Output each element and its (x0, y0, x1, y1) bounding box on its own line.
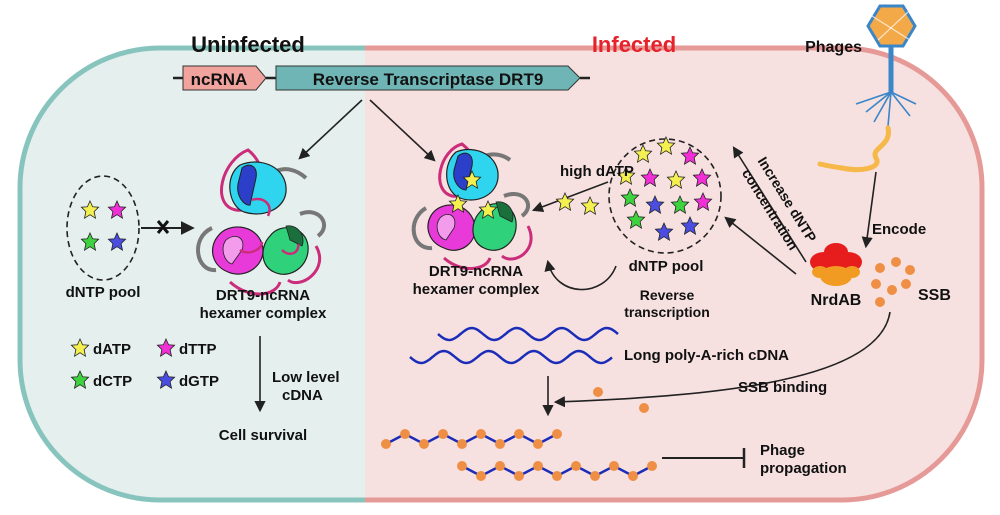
phage-dna (817, 125, 891, 173)
nrdab-label: NrdAB (811, 292, 862, 309)
increase-arrow-2 (724, 216, 797, 275)
ssb-protein (590, 471, 600, 481)
ssb-free-2 (639, 403, 649, 413)
uninfected-title: Uninfected (191, 32, 305, 57)
increase-arrow-1 (732, 146, 807, 263)
phages-label: Phages (805, 39, 862, 56)
phage-icon (855, 4, 917, 127)
ssb-protein (457, 439, 467, 449)
ssb-protein (533, 461, 543, 471)
infected-hexamer-complex (411, 142, 533, 270)
nucleotide-legend: dATP dTTP dCTP dGTP (71, 338, 219, 390)
infected-complex-label-2: hexamer complex (413, 281, 540, 298)
ssb-protein (514, 429, 524, 439)
ssb-protein (495, 439, 505, 449)
ssb-protein (552, 429, 562, 439)
uninfected-complex-label-1: DRT9-ncRNA (216, 287, 310, 304)
ssb-label: SSB (918, 287, 951, 304)
legend-dttp-label: dTTP (179, 341, 217, 358)
uninfected-dntp-pool-label: dNTP pool (66, 284, 141, 301)
high-datp-arrow (531, 181, 609, 213)
phage-propagation-label-2: propagation (760, 460, 847, 477)
ssb-protein (647, 461, 657, 471)
ssb-protein (533, 439, 543, 449)
ncrna-box (182, 65, 267, 91)
arrow-to-infected-complex (369, 99, 436, 162)
reverse-transcription-arrow (544, 259, 617, 291)
gene-construct: ncRNA Reverse Transcriptase DRT9 (173, 65, 590, 91)
ssb-protein (495, 461, 505, 471)
ssb-free-1 (593, 387, 603, 397)
block-x-icon (156, 220, 170, 234)
ssb-protein (400, 429, 410, 439)
ssb-protein (419, 439, 429, 449)
encode-arrow (861, 171, 877, 249)
ssb-protein (457, 461, 467, 471)
ssb-protein (438, 429, 448, 439)
reverse-transcription-label-1: Reverse (640, 287, 695, 303)
ssb-protein (552, 471, 562, 481)
ssb-protein (381, 439, 391, 449)
uninfected-dntp-pool-circle (66, 175, 140, 281)
legend-dctp-label: dCTP (93, 373, 132, 390)
ssb-protein (609, 461, 619, 471)
uninfected-region (20, 48, 365, 500)
uninfected-border (17, 45, 365, 503)
cdna-strand-1 (437, 326, 619, 342)
ssb-protein (571, 461, 581, 471)
zigzag-strand (385, 432, 558, 446)
ssb-binding-label: SSB binding (738, 379, 827, 396)
cell-survival-label: Cell survival (219, 427, 307, 444)
ssb-protein (476, 471, 486, 481)
infected-border (365, 45, 985, 503)
encode-label: Encode (872, 221, 926, 238)
reverse-transcription-label-2: transcription (624, 304, 710, 320)
uninfected-hexamer-complex (196, 148, 326, 296)
infected-complex-label-1: DRT9-ncRNA (429, 263, 523, 280)
cdna-label: Long poly-A-rich cDNA (624, 347, 789, 364)
ssb-binding-arrow (553, 311, 891, 408)
infected-region (365, 48, 982, 500)
drt9-box (275, 65, 581, 91)
ssb-protein (628, 471, 638, 481)
infected-title: Infected (592, 32, 676, 57)
ssb-protein (476, 429, 486, 439)
cdna-strand-2 (409, 349, 613, 365)
legend-datp-label: dATP (93, 341, 131, 358)
low-level-label-1: Low level (272, 369, 340, 386)
ncrna-label: ncRNA (191, 70, 248, 89)
infected-dntp-pool-label: dNTP pool (629, 258, 704, 275)
phage-propagation-label-1: Phage (760, 442, 805, 459)
ssb-protein (514, 471, 524, 481)
ssb-cluster (871, 257, 915, 307)
nrdab-icon (810, 243, 862, 286)
legend-dgtp-label: dGTP (179, 373, 219, 390)
arrow-to-uninfected-complex (298, 99, 363, 160)
uninfected-complex-label-2: hexamer complex (200, 305, 327, 322)
ssb-coated-cdna (381, 429, 657, 481)
high-datp-label: high dATP (560, 163, 634, 180)
low-level-label-2: cDNA (282, 387, 323, 404)
drt9-label: Reverse Transcriptase DRT9 (313, 70, 544, 89)
